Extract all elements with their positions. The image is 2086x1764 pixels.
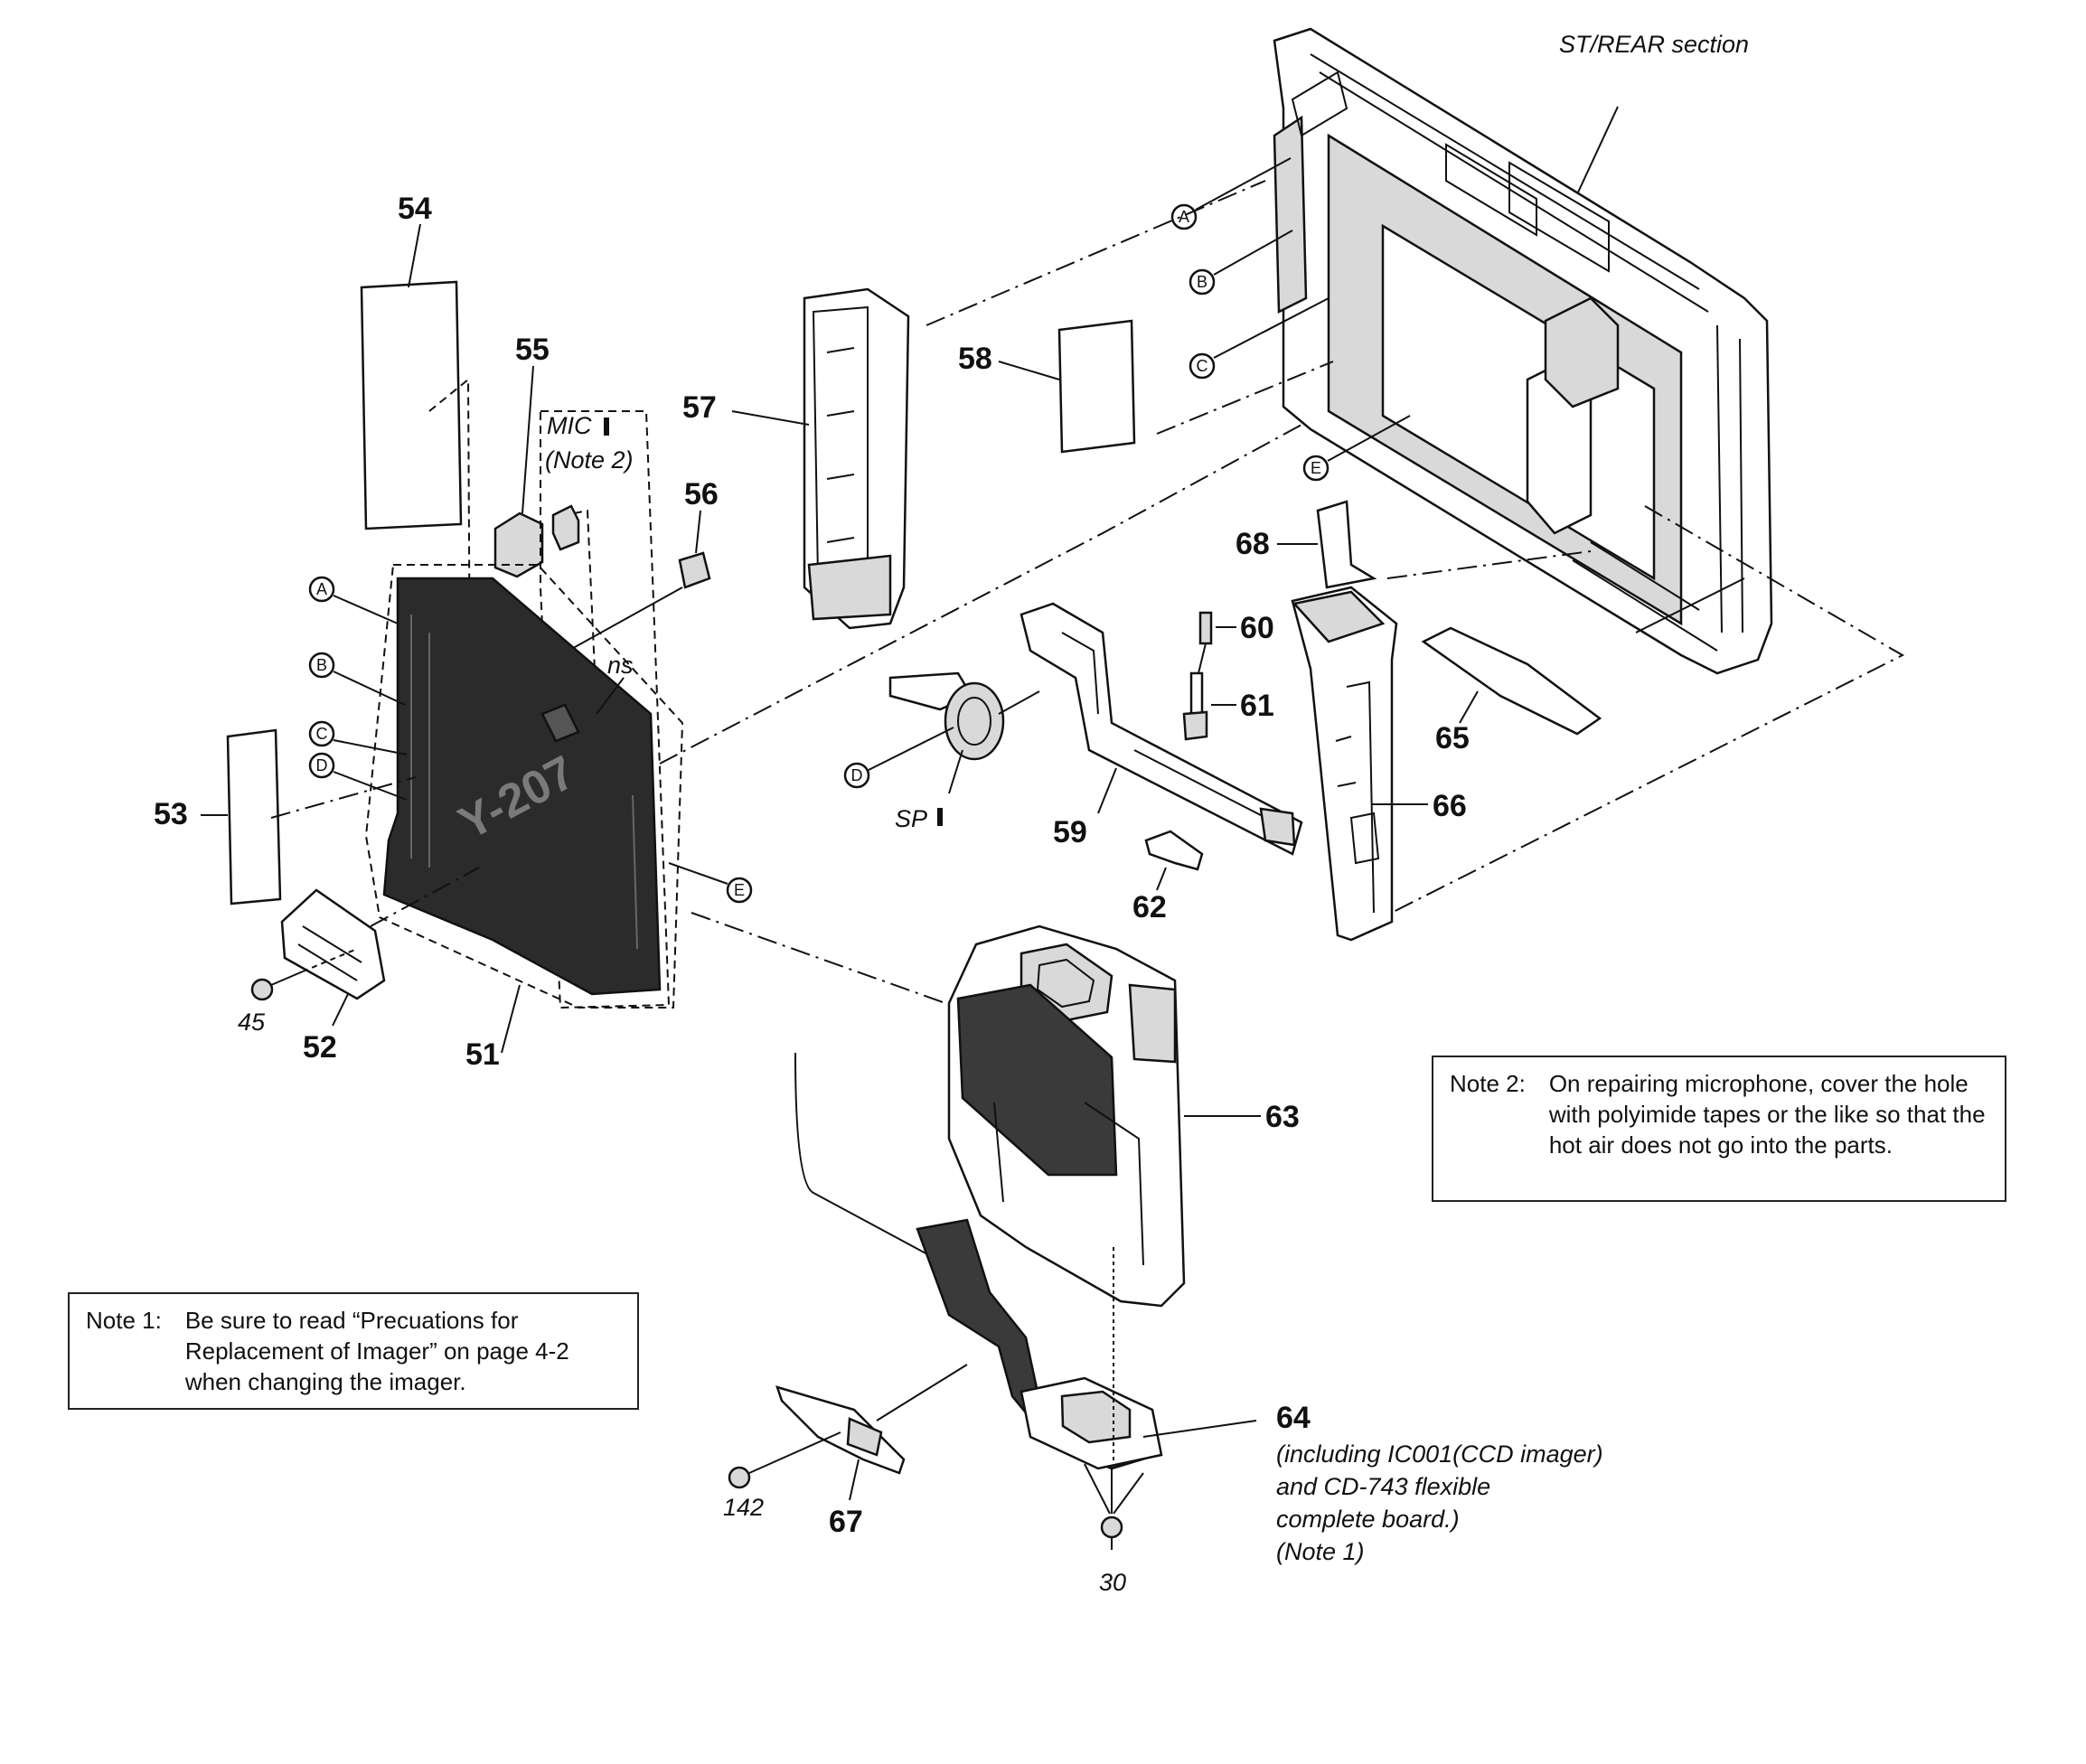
marker-c-board: C bbox=[308, 720, 408, 755]
part-52-bracket: 52 bbox=[280, 867, 480, 1065]
part-55-block: 55 bbox=[493, 333, 550, 578]
svg-text:B: B bbox=[316, 656, 327, 674]
part-65-lens-block: 63 bbox=[794, 924, 1300, 1308]
part-number-63: 65 bbox=[1435, 721, 1470, 755]
part-number-68: 68 bbox=[1236, 527, 1270, 561]
part-number-54: 54 bbox=[398, 192, 432, 226]
part-64-bracket: 66 bbox=[1291, 586, 1467, 942]
screw-30: 30 bbox=[1084, 1247, 1144, 1596]
part-number-56: 56 bbox=[684, 477, 719, 511]
section-title: ST/REAR section bbox=[1559, 31, 1749, 58]
svg-text:D: D bbox=[851, 766, 863, 784]
svg-text:A: A bbox=[1179, 208, 1189, 226]
part-66-desc-line3: complete board.) bbox=[1276, 1506, 1460, 1533]
marker-a-board: A bbox=[308, 576, 399, 624]
part-number-55: 55 bbox=[515, 333, 550, 367]
rear-chassis-frame bbox=[1273, 27, 1773, 675]
part-57-side-bracket: 57 bbox=[682, 287, 910, 630]
part-number-65: 63 bbox=[1265, 1100, 1300, 1134]
part-68-sheet: 68 bbox=[1236, 500, 1377, 589]
part-66-desc-line1: (including IC001(CCD imager) bbox=[1276, 1440, 1603, 1468]
svg-text:E: E bbox=[734, 881, 745, 899]
note-1-text: Be sure to read “Precuations for Replace… bbox=[184, 1307, 569, 1395]
svg-text:A: A bbox=[316, 580, 327, 598]
marker-b-frame: B bbox=[1189, 230, 1293, 296]
part-number-64: 66 bbox=[1433, 789, 1467, 823]
marker-d-speaker: D bbox=[843, 727, 954, 789]
marker-c-frame: C bbox=[1189, 297, 1330, 380]
marker-e-board: E bbox=[668, 862, 753, 904]
part-66-ccd-board: 64 (including IC001(CCD imager) and CD-7… bbox=[916, 1218, 1603, 1565]
svg-text:C: C bbox=[316, 725, 328, 743]
part-67-bracket: 67 bbox=[775, 1364, 968, 1539]
screw-45: 45 bbox=[238, 948, 358, 1036]
svg-text:B: B bbox=[1197, 273, 1207, 291]
screw-number-142: 142 bbox=[723, 1494, 764, 1521]
part-62-lever: 62 bbox=[1132, 830, 1204, 924]
marker-a-frame: A bbox=[1170, 157, 1292, 230]
note-2-box: Note 2: On repairing microphone, cover t… bbox=[1432, 1056, 2006, 1202]
svg-text:D: D bbox=[316, 756, 328, 774]
part-54-sheet: 54 bbox=[360, 192, 471, 706]
screw-number-45: 45 bbox=[238, 1009, 266, 1036]
part-number-62: 62 bbox=[1132, 890, 1167, 924]
part-number-58: 58 bbox=[958, 342, 992, 376]
part-number-60: 60 bbox=[1240, 611, 1274, 645]
marker-d-board: D bbox=[308, 752, 408, 801]
part-number-59: 59 bbox=[1053, 815, 1087, 849]
part-58-sheet: 58 bbox=[958, 319, 1136, 454]
part-number-51: 51 bbox=[465, 1037, 500, 1072]
part-51-main-board: Y-207 ns 51 bbox=[364, 564, 684, 1072]
part-number-52: 52 bbox=[303, 1030, 337, 1065]
part-63-sheet: 65 bbox=[1421, 626, 1602, 755]
part-number-61: 61 bbox=[1240, 689, 1274, 723]
note-1-label: Note 1: bbox=[86, 1307, 162, 1334]
part-56-small-chip: 56 bbox=[559, 477, 719, 656]
marker-b-board: B bbox=[308, 652, 406, 706]
note-2-label: Note 2: bbox=[1450, 1070, 1526, 1097]
svg-text:E: E bbox=[1311, 459, 1321, 477]
part-number-66: 64 bbox=[1276, 1401, 1311, 1435]
part-66-desc-line2: and CD-743 flexible bbox=[1276, 1473, 1490, 1500]
sp-label: SP bbox=[895, 805, 927, 832]
screw-number-30: 30 bbox=[1099, 1569, 1126, 1596]
mic-label: MIC bbox=[547, 412, 592, 439]
part-66-desc-line4: (Note 1) bbox=[1276, 1538, 1365, 1565]
part-number-53: 53 bbox=[154, 797, 188, 831]
part-60-pin: 60 bbox=[1198, 611, 1274, 674]
part-61-pin: 61 bbox=[1182, 671, 1274, 741]
part-53-sheet: 53 bbox=[154, 728, 417, 905]
part-59-frame: 59 bbox=[1020, 602, 1303, 856]
speaker-sp: SP bbox=[888, 671, 1040, 832]
svg-text:C: C bbox=[1197, 357, 1208, 375]
ns-label: ns bbox=[607, 652, 634, 679]
screw-142: 142 bbox=[723, 1431, 841, 1521]
mic-region: MIC (Note 2) bbox=[540, 410, 671, 1009]
part-number-67: 67 bbox=[829, 1505, 863, 1539]
note-2-text: On repairing microphone, cover the hole … bbox=[1548, 1070, 1986, 1159]
note-1-box: Note 1: Be sure to read “Precuations for… bbox=[68, 1292, 639, 1410]
part-number-57: 57 bbox=[682, 390, 717, 425]
mic-note-label: (Note 2) bbox=[545, 446, 634, 474]
marker-e-frame: E bbox=[1302, 415, 1411, 482]
